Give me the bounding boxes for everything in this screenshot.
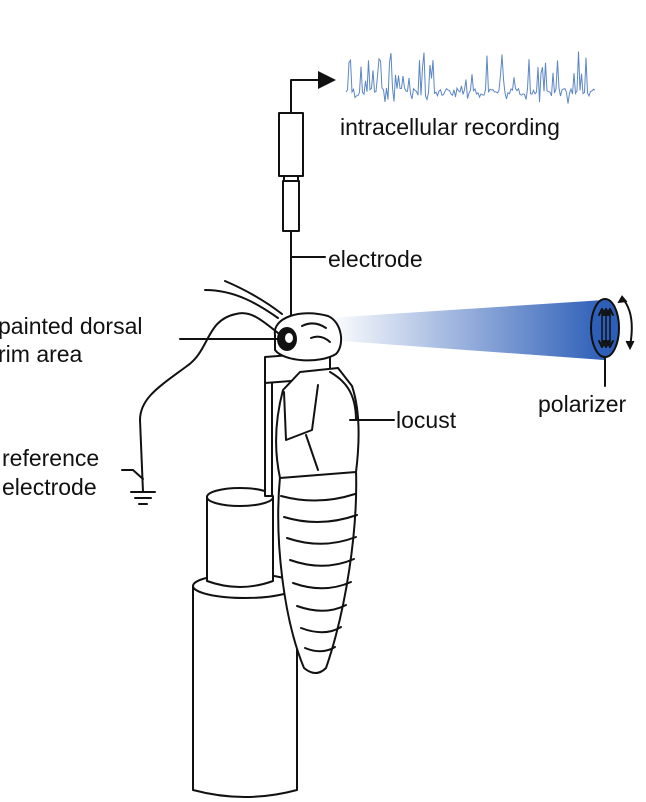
dorsal-rim-label-line1: painted dorsal xyxy=(0,313,143,339)
locust xyxy=(204,280,360,674)
electrode-holder xyxy=(278,99,326,328)
output-arrow-icon xyxy=(290,71,336,113)
electrode-label: electrode xyxy=(328,246,423,272)
recording-trace xyxy=(345,51,596,104)
polarizer-label: polarizer xyxy=(538,391,627,417)
recording-label: intracellular recording xyxy=(340,114,560,140)
polarizer xyxy=(590,295,635,387)
dorsal-rim-label-line2: rim area xyxy=(0,341,83,367)
reference-electrode xyxy=(121,312,279,505)
reference-label-line2: electrode xyxy=(2,474,97,500)
light-beam xyxy=(328,300,604,360)
locust-label: locust xyxy=(396,407,457,433)
rotation-arrow-icon xyxy=(621,297,633,347)
reference-label-line1: reference xyxy=(2,445,100,471)
